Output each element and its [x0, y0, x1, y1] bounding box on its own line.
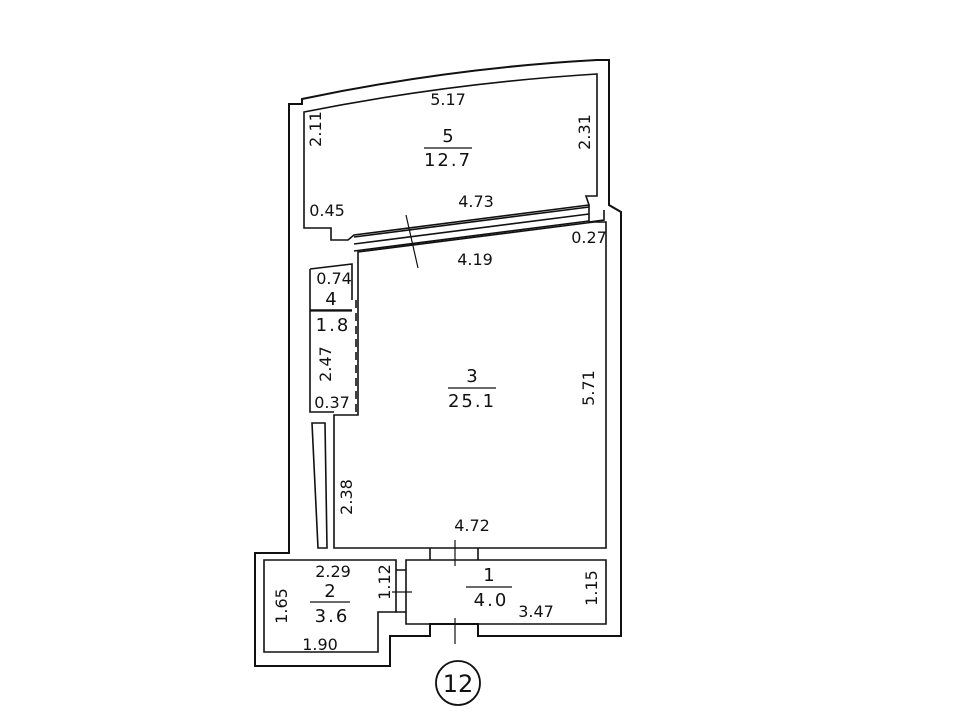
glazing-strip-inner	[353, 213, 590, 245]
room5-number: 5	[442, 126, 453, 147]
floor-marker-label: 12	[443, 670, 474, 698]
room4-number: 4	[325, 289, 336, 310]
closet-wall	[309, 263, 353, 413]
glazing-strip	[353, 206, 590, 238]
room3-wall	[333, 221, 607, 549]
dim-balcony-offset-left: 0.45	[309, 201, 345, 220]
dim-closet-top: 0.74	[316, 269, 352, 288]
dim-room3-top: 4.19	[457, 250, 493, 269]
glazing-end-post	[588, 205, 605, 223]
dim-room3-offset-right: 0.27	[571, 228, 607, 247]
dim-room1-left: 1.12	[375, 564, 394, 600]
dim-room2-bottom: 1.90	[302, 635, 338, 654]
room3-area: 25.1	[448, 391, 496, 412]
dim-closet-bottom: 0.37	[314, 393, 350, 412]
room3-number: 3	[466, 366, 477, 387]
dim-room3-right: 5.71	[579, 370, 598, 406]
room2-area: 3.6	[315, 606, 350, 627]
room1-number: 1	[483, 565, 494, 586]
floor-marker-circle	[435, 660, 481, 706]
dim-room3-bottom: 4.72	[454, 516, 490, 535]
dim-room1-bottom: 3.47	[518, 602, 554, 621]
dim-closet-left: 2.47	[316, 346, 335, 382]
dim-room2-left: 1.65	[272, 588, 291, 624]
glazing-strip-lower	[353, 220, 590, 252]
balcony-inner-wall	[303, 73, 598, 241]
room1-wall	[405, 559, 607, 625]
outer-wall	[254, 59, 622, 667]
column-left	[311, 422, 328, 549]
dim-balcony-left: 2.11	[306, 111, 325, 147]
dim-room3-left-lower: 2.38	[337, 479, 356, 515]
room5-area: 12.7	[424, 150, 472, 171]
room4-area: 1.8	[316, 315, 351, 336]
room1-area: 4.0	[474, 590, 509, 611]
glazing-cut-marker	[405, 214, 419, 269]
door-room1-bottom	[429, 624, 479, 636]
door-room2-room1	[396, 569, 406, 613]
room2-wall	[263, 559, 397, 653]
dim-balcony-top: 5.17	[430, 90, 466, 109]
dim-balcony-right: 2.31	[575, 114, 594, 150]
door-room1-top	[429, 548, 479, 560]
dim-room1-right: 1.15	[582, 570, 601, 606]
dim-room2-top: 2.29	[315, 562, 351, 581]
dim-balcony-inner: 4.73	[458, 192, 494, 211]
room2-number: 2	[324, 581, 335, 602]
